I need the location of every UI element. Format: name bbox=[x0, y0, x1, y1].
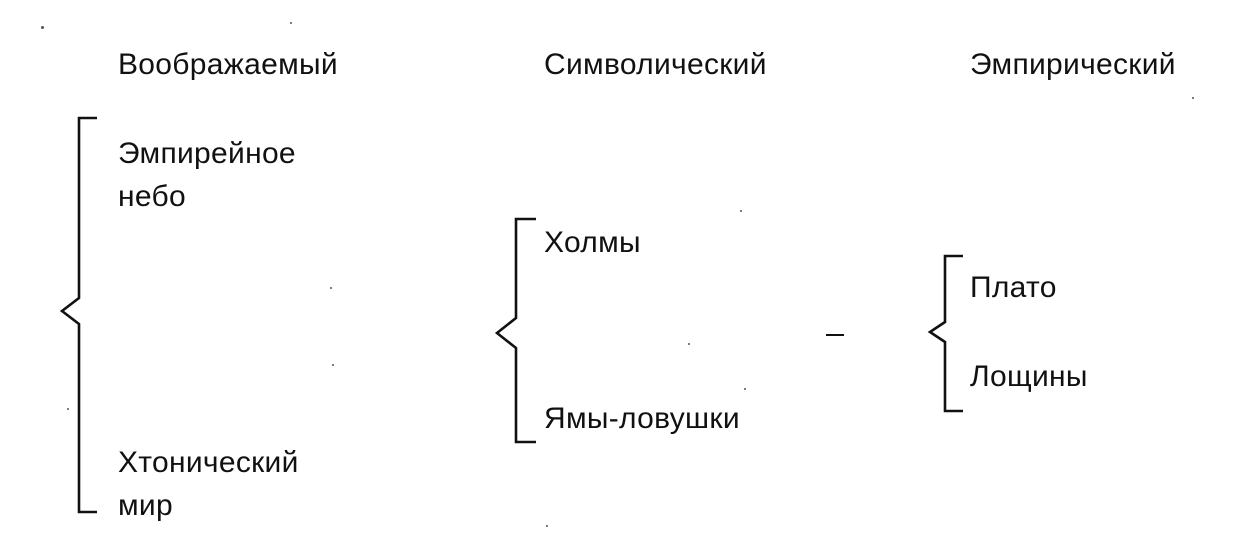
scan-speck bbox=[67, 408, 69, 410]
scan-speck bbox=[688, 343, 690, 345]
scan-speck bbox=[546, 525, 548, 527]
term-ravines: Лощины bbox=[970, 360, 1088, 393]
term-empyrean-heaven: Эмпирейное небо bbox=[118, 137, 296, 213]
scan-speck bbox=[330, 287, 332, 289]
left-brace-empirical bbox=[927, 254, 963, 413]
term-plateaus: Плато bbox=[970, 271, 1057, 304]
left-brace-symbolic bbox=[494, 217, 536, 444]
scan-speck bbox=[41, 26, 44, 29]
scan-speck bbox=[740, 210, 742, 212]
scan-speck bbox=[1192, 97, 1194, 99]
term-hills: Холмы bbox=[544, 226, 641, 259]
heading-imaginary: Воображаемый bbox=[118, 48, 338, 81]
heading-symbolic: Символический bbox=[544, 48, 767, 81]
scan-speck bbox=[290, 22, 292, 24]
scan-speck bbox=[744, 388, 746, 390]
heading-empirical: Эмпирический bbox=[970, 48, 1176, 81]
scan-speck bbox=[332, 364, 334, 366]
left-brace-imaginary bbox=[59, 116, 97, 514]
term-pit-traps: Ямы-ловушки bbox=[544, 402, 740, 435]
term-chthonic-world: Хтонический мир bbox=[118, 446, 299, 522]
